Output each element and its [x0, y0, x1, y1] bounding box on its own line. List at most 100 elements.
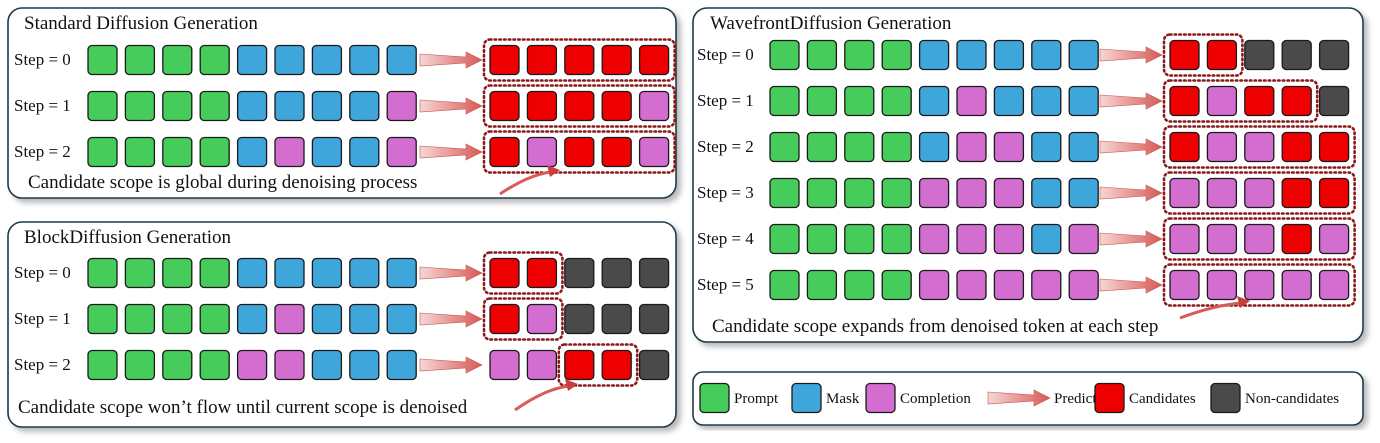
candidate-scope-outline: [1162, 33, 1244, 77]
predict-arrow: [419, 51, 483, 69]
completion-token: [1068, 269, 1099, 301]
completion-token: [1318, 223, 1350, 255]
completion-token: [918, 223, 950, 255]
step-label: Step = 1: [14, 96, 71, 115]
prompt-token: [162, 257, 193, 289]
prompt-token: [87, 44, 118, 76]
candidate-scope-outline: [482, 38, 676, 82]
prompt-token: [844, 223, 875, 255]
step-row: Step = 0: [14, 38, 676, 82]
noncandidate-token: [1244, 39, 1275, 71]
candidate-scope-outline: [1162, 263, 1356, 307]
step-label: Step = 2: [14, 355, 71, 374]
prompt-token: [806, 131, 838, 163]
prompt-token: [699, 382, 730, 414]
completion-token: [993, 269, 1025, 301]
candidate-token: [601, 349, 632, 381]
completion-token: [1068, 223, 1099, 255]
step-row: Step = 0: [14, 251, 670, 295]
candidate-token: [1244, 85, 1275, 117]
noncandidate-token: [1281, 39, 1312, 71]
predict-arrow: [1099, 92, 1163, 110]
step-row: Step = 4: [697, 217, 1356, 261]
prompt-token: [806, 85, 838, 117]
prompt-token: [769, 269, 800, 301]
completion-token: [1244, 223, 1275, 255]
mask-token: [311, 90, 343, 122]
prompt-token: [806, 177, 838, 209]
prompt-token: [844, 269, 875, 301]
mask-token: [274, 44, 305, 76]
noncandidate-token: [1210, 382, 1241, 414]
predict-arrow: [419, 97, 483, 115]
mask-token: [1068, 131, 1099, 163]
step-row: Step = 0: [697, 33, 1350, 77]
candidate-token: [1281, 85, 1312, 117]
predict-arrow: [419, 264, 483, 282]
completion-token: [1169, 223, 1200, 255]
prompt-token: [124, 90, 156, 122]
legend-label: Candidates: [1129, 391, 1196, 407]
completion-token: [956, 223, 987, 255]
step-row: Step = 5: [697, 263, 1356, 307]
prompt-token: [881, 269, 912, 301]
prompt-token: [844, 131, 875, 163]
legend-item: Mask: [791, 382, 860, 414]
mask-token: [386, 44, 417, 76]
completion-token: [1244, 269, 1275, 301]
candidate-token: [638, 44, 670, 76]
completion-token: [526, 303, 558, 335]
mask-token: [236, 90, 268, 122]
candidate-scope-outline: [482, 251, 564, 295]
prompt-token: [124, 136, 156, 168]
candidate-scope-outline: [1162, 125, 1356, 169]
completion-token: [1206, 131, 1238, 163]
completion-token: [918, 177, 950, 209]
completion-token: [993, 223, 1025, 255]
scope-flow-curve: [514, 384, 571, 412]
mask-token: [349, 136, 380, 168]
prompt-token: [769, 131, 800, 163]
candidate-token: [1281, 131, 1312, 163]
prompt-token: [881, 177, 912, 209]
candidate-scope-outline: [482, 130, 676, 174]
legend-label: Completion: [900, 391, 971, 407]
mask-token: [918, 131, 950, 163]
step-row: Step = 1: [14, 297, 670, 341]
mask-token: [349, 257, 380, 289]
mask-token: [1031, 85, 1062, 117]
mask-token: [311, 303, 343, 335]
step-label: Step = 1: [697, 91, 754, 110]
mask-token: [349, 349, 380, 381]
step-label: Step = 5: [697, 275, 754, 294]
prompt-token: [124, 44, 156, 76]
prompt-token: [199, 90, 230, 122]
mask-token: [349, 303, 380, 335]
completion-token: [956, 177, 987, 209]
candidate-token: [1094, 382, 1125, 414]
legend-label: Prompt: [734, 391, 779, 407]
prompt-token: [806, 223, 838, 255]
prompt-token: [162, 136, 193, 168]
completion-token: [1318, 269, 1350, 301]
mask-token: [918, 85, 950, 117]
completion-token: [526, 349, 558, 381]
candidate-token: [564, 136, 595, 168]
step-label: Step = 4: [697, 229, 754, 248]
scope-flow-arrow: [1179, 296, 1250, 320]
mask-token: [386, 349, 417, 381]
step-row: Step = 2: [14, 343, 670, 387]
scope-flow-arrowhead: [1237, 296, 1250, 308]
completion-token: [236, 349, 268, 381]
panel-title: Standard Diffusion Generation: [24, 13, 258, 34]
mask-token: [311, 349, 343, 381]
completion-token: [638, 90, 670, 122]
candidate-token: [564, 44, 595, 76]
step-row: Step = 2: [14, 130, 676, 174]
prompt-token: [199, 136, 230, 168]
panel-caption: Candidate scope expands from denoised to…: [712, 316, 1158, 337]
prompt-token: [769, 39, 800, 71]
mask-token: [274, 257, 305, 289]
